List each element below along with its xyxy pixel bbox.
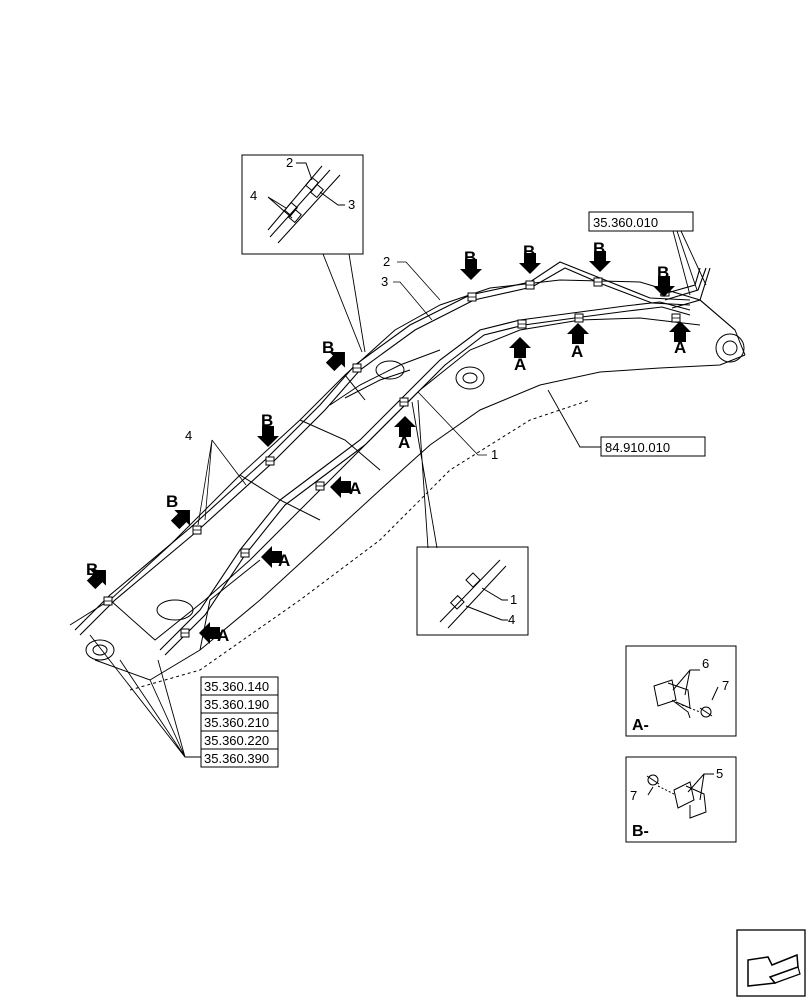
arrow-a-3-label: A [349,479,361,498]
ref-84-910-010: 84.910.010 [547,389,706,457]
detail-a-label: A- [632,717,649,734]
arrow-b-5-label: B [464,248,476,267]
detail-top-callout-2: 2 [286,155,293,170]
ref-35-360-010-text: 35.360.010 [593,215,658,230]
arrow-b-7-label: B [593,239,605,258]
detail-top-callout-4: 4 [250,188,257,203]
callout-1-main: 1 [491,447,498,462]
ref-35-360-210: 35.360.210 [204,715,269,730]
ref-35-360-390: 35.360.390 [204,751,269,766]
callout-3-main: 3 [381,274,388,289]
ref-35-360-140: 35.360.140 [204,679,269,694]
main-callouts [197,261,487,526]
detail-a-callout-7: 7 [722,678,729,693]
detail-b-callout-5: 5 [716,766,723,781]
arrow-b-6-label: B [523,242,535,261]
ref-84-910-010-text: 84.910.010 [605,440,670,455]
detail-top-callout-3: 3 [348,197,355,212]
navigation-arrow-icon[interactable] [736,929,806,997]
detail-b-label: B- [632,823,649,840]
detail-mid-callout-4: 4 [508,612,515,627]
boom-body [69,279,746,691]
detail-mid-callout-1: 1 [510,592,517,607]
callout-4-main: 4 [185,428,192,443]
arrow-b-4-label: B [322,338,334,357]
detail-box-mid: 1 4 [416,546,529,636]
arrow-a-6 [567,323,589,344]
arrow-b-1-label: B [86,560,98,579]
arrow-a-7-label: A [674,338,686,357]
arrow-b-8-label: B [657,263,669,282]
arrow-a-1-label: A [217,626,229,645]
arrow-b-2-label: B [166,492,178,511]
arrow-a-6-label: A [571,342,583,361]
hose-clamps [103,277,681,638]
ref-stack-bottom-left: 35.360.140 35.360.190 35.360.210 35.360.… [89,634,279,768]
detail-box-top: 2 3 4 [241,154,364,255]
detail-b: 5 7 B- [625,756,737,843]
arrow-a-2-label: A [278,551,290,570]
ref-35-360-220: 35.360.220 [204,733,269,748]
arrow-a-4-label: A [398,433,410,452]
ref-35-360-010: 35.360.010 [588,211,707,296]
ref-35-360-190: 35.360.190 [204,697,269,712]
detail-a: 6 7 A- [625,645,737,737]
hose-lines [74,261,711,656]
arrow-a-3 [330,476,351,498]
arrow-b-3-label: B [261,411,273,430]
arrow-a-5-label: A [514,355,526,374]
callout-2-main: 2 [383,254,390,269]
detail-b-callout-7: 7 [630,788,637,803]
arrow-markers: B B B B B B B B A A A A A A A [83,239,691,645]
detail-a-callout-6: 6 [702,656,709,671]
